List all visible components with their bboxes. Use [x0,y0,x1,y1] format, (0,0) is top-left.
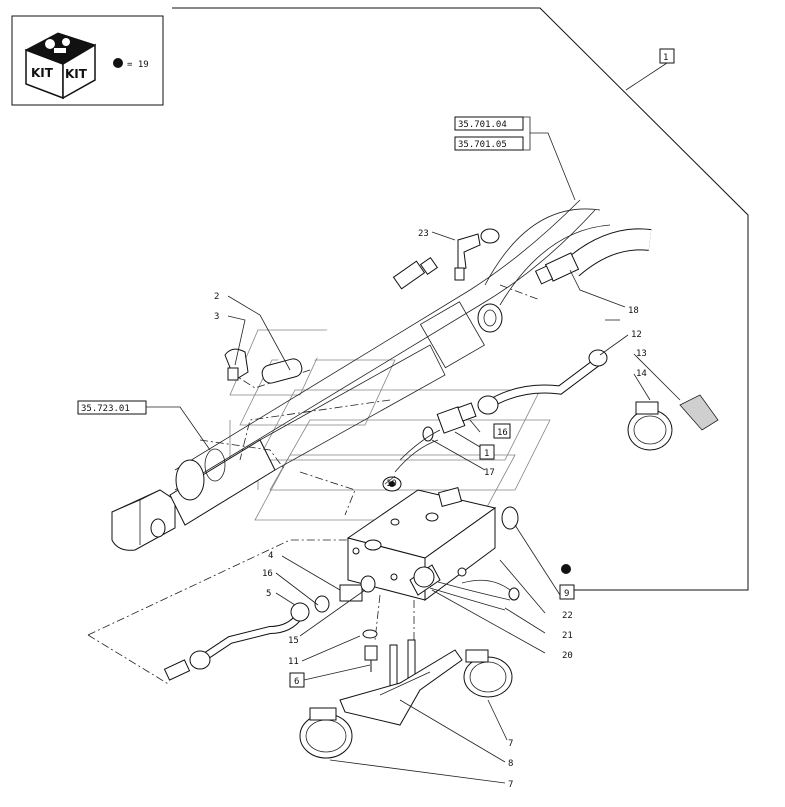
o-ring-9-icon [501,506,519,530]
kit-label-right: KIT [65,67,88,81]
callout-20: 20 [562,651,573,661]
assembly-frame-line [172,7,749,591]
hose-reference-group: 35.701.04 35.701.05 [454,116,576,201]
callout-21: 21 [562,631,573,641]
dash-line-9 [499,284,541,301]
callout-22: 22 [562,611,573,621]
callout-labels: 23 2 3 18 12 13 14 17 10 4 16 5 15 11 22… [214,229,647,790]
hose-clamp-right [463,649,513,698]
leader-lines [227,231,681,784]
pipe-12 [477,349,608,415]
kit-legend-dot-icon [113,58,123,68]
boxed-callout-6: 6 [294,677,299,687]
bracket-8-icon [339,649,463,726]
callout-3: 3 [214,312,219,322]
callout-7-lower: 7 [508,780,513,790]
callout-23: 23 [418,229,429,239]
callout-10: 10 [386,479,397,489]
dash-line-3 [299,471,356,516]
boxed-callout-1: 1 [484,449,489,459]
o-ring-15-icon [360,575,376,593]
callout-4: 4 [268,551,273,561]
hose-ref-1: 35.701.04 [458,120,507,130]
callout-11: 11 [288,657,299,667]
hose-clamp-lower [299,707,353,759]
kit-box-icon: KIT KIT [24,32,97,100]
callout-7-right: 7 [508,739,513,749]
hose-clamp-upper-right [627,401,673,451]
dash-line-4 [87,539,350,636]
elbow-fitting-icon [224,348,249,381]
callout-17: 17 [484,468,495,478]
callout-13: 13 [636,349,647,359]
background-hose [174,199,611,491]
valve-block [346,487,497,601]
callout-5: 5 [266,589,271,599]
dash-line-2 [199,439,286,471]
o-ring-16-icon [314,595,330,613]
kit-legend: KIT KIT = 19 [11,15,164,106]
kit-marker-dot-icon [561,564,571,574]
hose-18 [534,228,652,285]
boxed-callouts: 16 1 9 6 [289,423,575,688]
hydraulic-cylinder [111,344,446,551]
pipe-5 [163,602,310,681]
kit-legend-text: = 19 [127,60,149,70]
callout-15: 15 [288,636,299,646]
callout-14: 14 [636,369,647,379]
callout-8: 8 [508,759,513,769]
callout-12: 12 [631,330,642,340]
callout-18: 18 [628,306,639,316]
hose-ref-box-2 [454,136,524,151]
dash-line-5 [87,634,171,686]
boxed-callout-16: 16 [497,428,508,438]
assembly-ref-leader [625,62,668,91]
hose-coupling-icon [477,303,503,333]
kit-label-left: KIT [31,66,54,80]
assembly-ref-label: 1 [663,53,668,63]
callout-16: 16 [262,569,273,579]
boxed-callout-9: 9 [564,589,569,599]
cylinder-ref-box [77,400,147,415]
upper-hose-assembly [224,228,500,384]
cylinder-ref-leader [146,406,211,451]
hose-ref-box-1 [454,116,524,131]
cylinder-ref-label: 35.723.01 [81,404,130,414]
valve-fittings-lower [314,506,520,613]
tee-fitting-icon [457,233,481,271]
callout-2: 2 [214,292,219,302]
valve-fittings-upper [382,402,477,492]
clamp-cover-14-icon [679,394,719,431]
hose-ref-2: 35.701.05 [458,140,507,150]
